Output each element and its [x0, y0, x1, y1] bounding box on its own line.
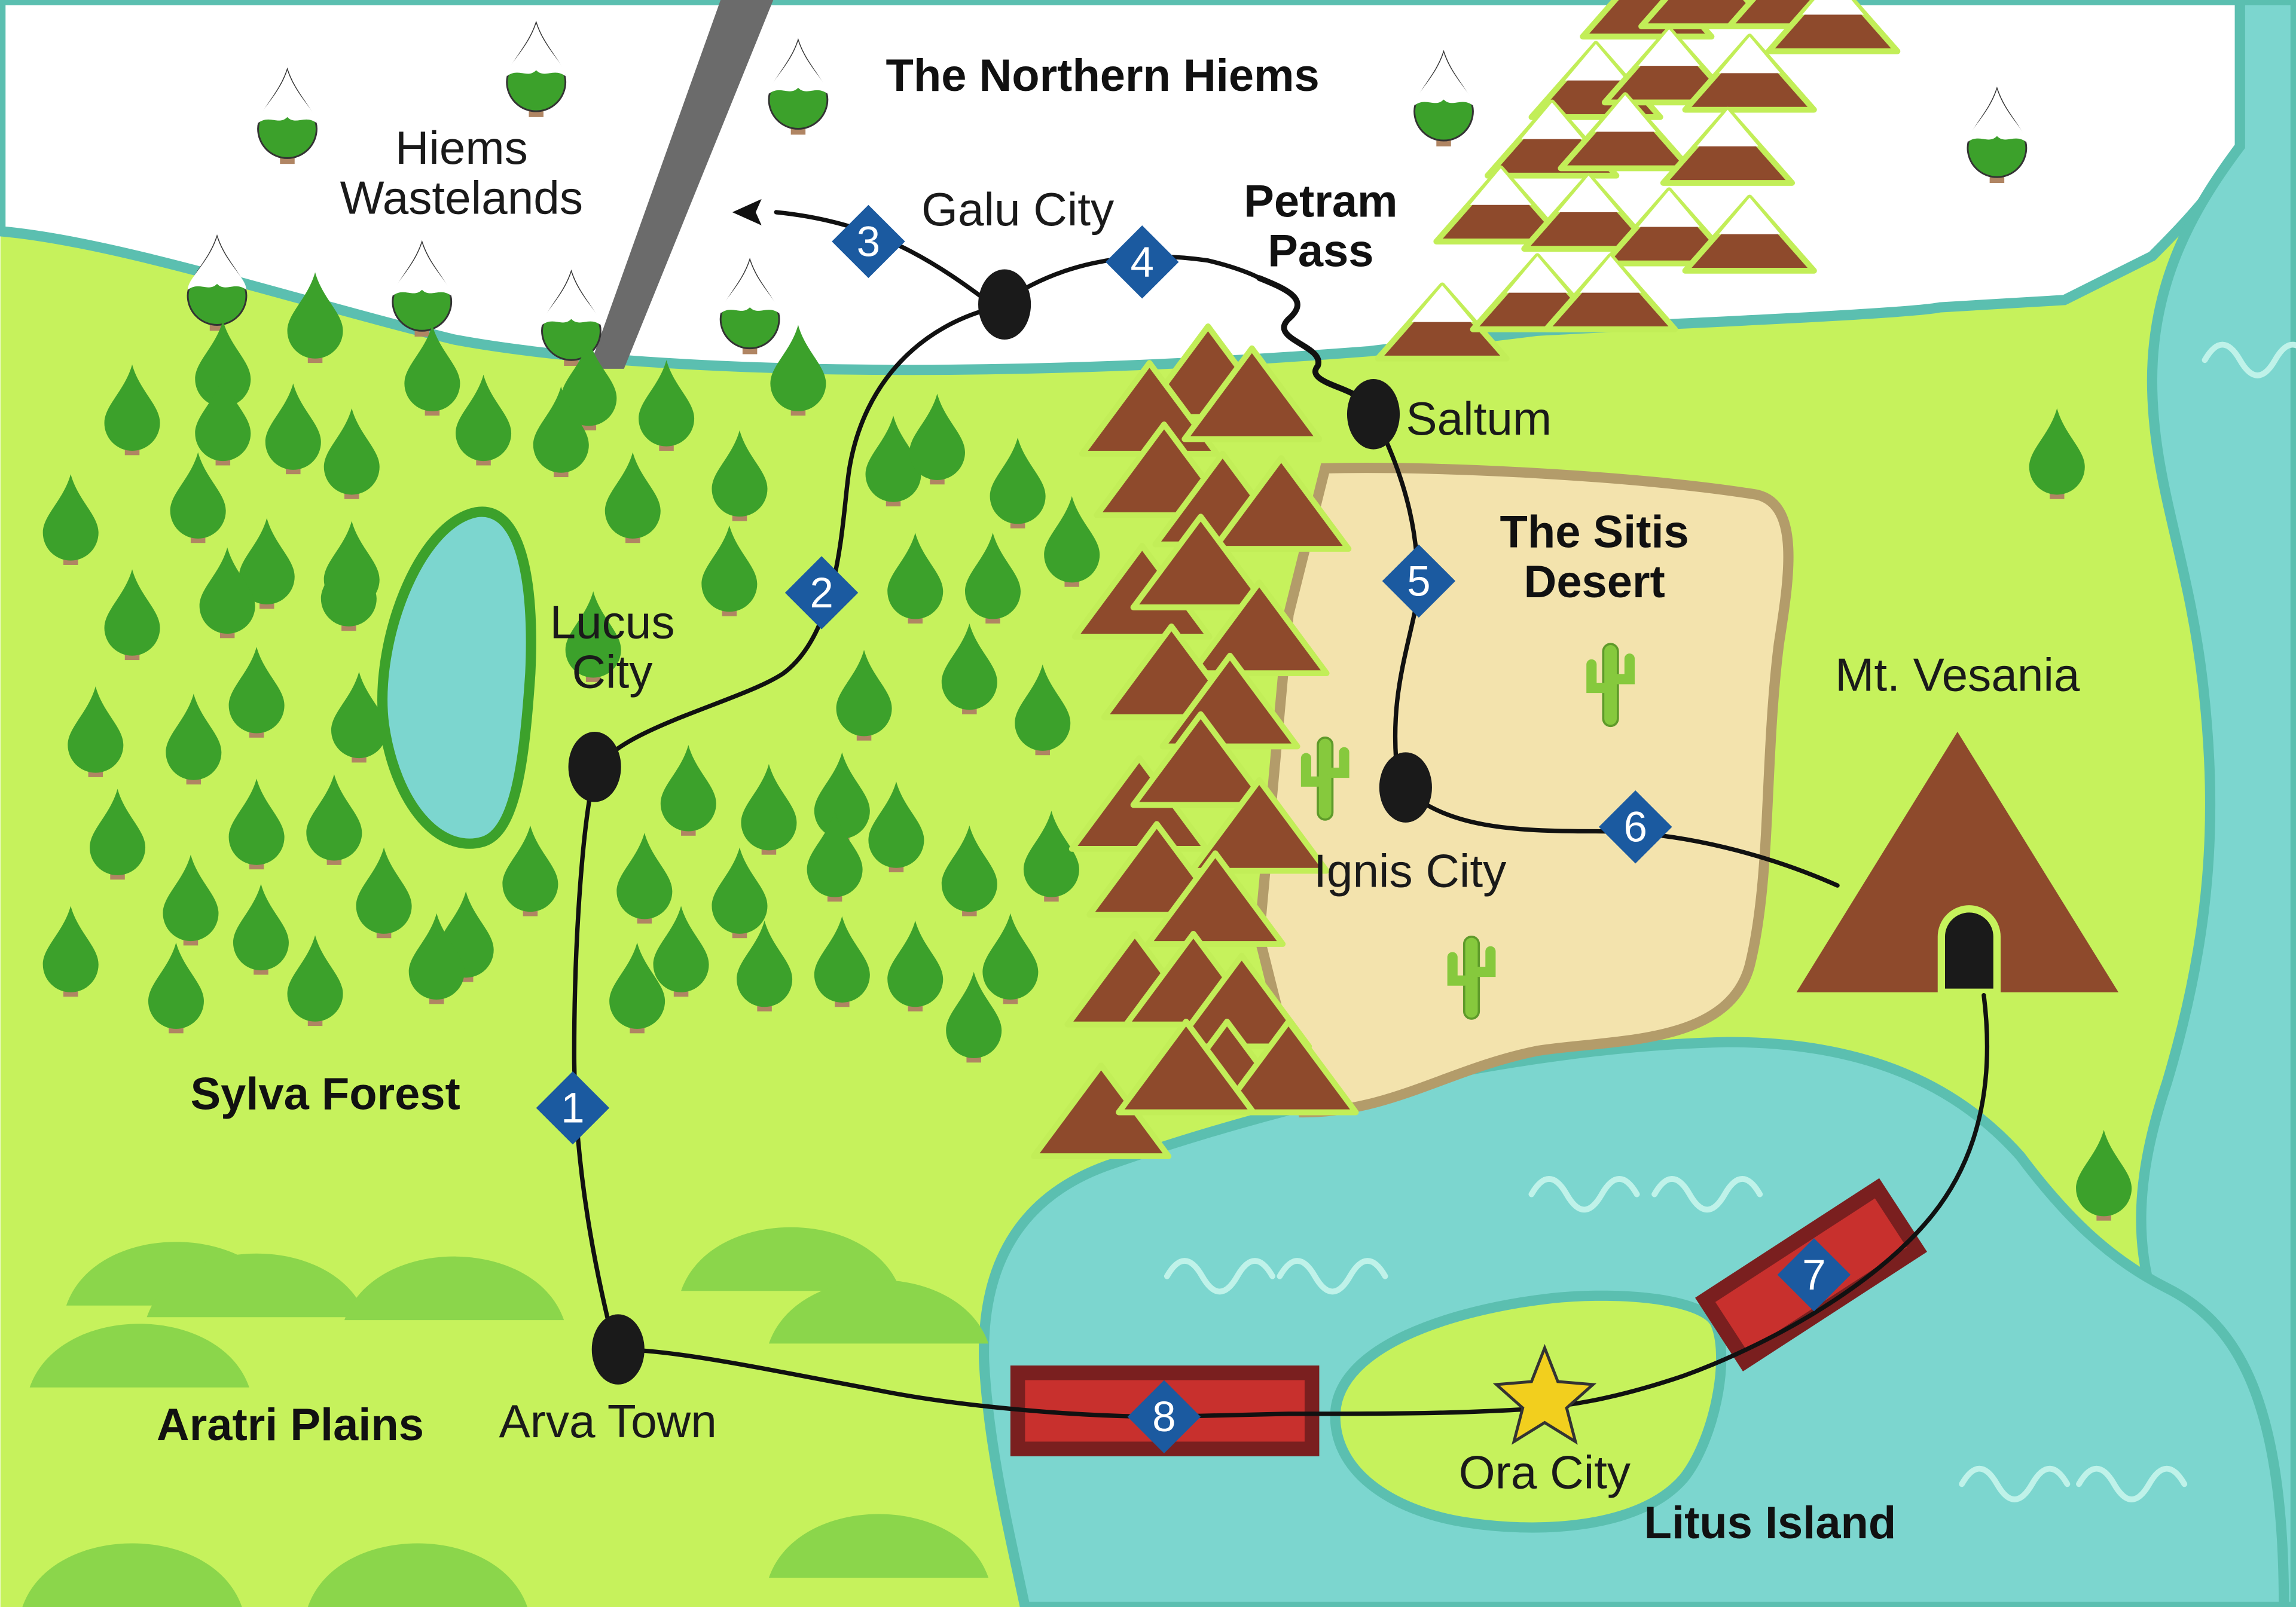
city-label-ora-city: Ora City — [1459, 1446, 1631, 1499]
route-marker-icon — [536, 1071, 610, 1145]
route-marker-3: 3 — [832, 204, 905, 279]
city-dot-icon — [1347, 379, 1400, 450]
cave-entrance-icon — [1937, 905, 2001, 996]
city-dot-icon — [568, 732, 621, 802]
city-dot-icon — [978, 269, 1031, 340]
route-marker-label: 8 — [1152, 1394, 1176, 1441]
city-label-saltum: Saltum — [1406, 392, 1552, 445]
region-label-aratri-plains: Aratri Plains — [157, 1400, 424, 1450]
route-marker-label: 6 — [1623, 804, 1647, 851]
region-label-sylva-forest: Sylva Forest — [191, 1069, 460, 1120]
route-marker-icon — [1777, 1238, 1851, 1312]
route-marker-4: 4 — [1106, 225, 1179, 299]
lake — [377, 506, 536, 849]
arrow-icon — [732, 198, 762, 226]
route-markers: 1 2 3 4 5 6 7 8 — [536, 204, 1851, 1453]
route-marker-1: 1 — [536, 1071, 610, 1145]
route — [572, 210, 1990, 1419]
city-label-ignis-city: Ignis City — [1314, 845, 1507, 897]
route-marker-icon — [832, 204, 905, 279]
route-marker-icon — [784, 556, 859, 630]
route-marker-icon — [1106, 225, 1179, 299]
city-label-arva-town: Arva Town — [499, 1395, 717, 1447]
route-marker-label: 4 — [1130, 239, 1153, 286]
route-marker-6: 6 — [1599, 790, 1672, 864]
star-icon — [1492, 1343, 1597, 1445]
mt-vesania-mountain — [1796, 732, 2119, 996]
route-marker-label: 2 — [810, 570, 833, 617]
city-label-galu-city: Galu City — [921, 183, 1115, 236]
city-dot-icon — [1379, 752, 1432, 823]
route-marker-7: 7 — [1777, 1238, 1851, 1312]
sitis-desert-area — [1254, 462, 1794, 1118]
city-dots — [568, 269, 1432, 1385]
city-dot-icon — [591, 1314, 645, 1385]
route-marker-label: 1 — [561, 1085, 584, 1132]
route-marker-label: 3 — [857, 218, 880, 265]
road — [588, 0, 774, 369]
route-marker-icon — [1382, 544, 1456, 618]
region-label-northern-hiems: The Northern Hiems — [886, 50, 1320, 101]
route-marker-label: 5 — [1407, 558, 1430, 605]
route-marker-2: 2 — [784, 556, 859, 630]
region-label-mt-vesania: Mt. Vesania — [1835, 648, 2080, 701]
route-marker-label: 7 — [1802, 1252, 1825, 1299]
route-marker-5: 5 — [1382, 544, 1456, 618]
route-marker-icon — [1599, 790, 1672, 864]
region-label-litus-island: Litus Island — [1644, 1498, 1897, 1548]
